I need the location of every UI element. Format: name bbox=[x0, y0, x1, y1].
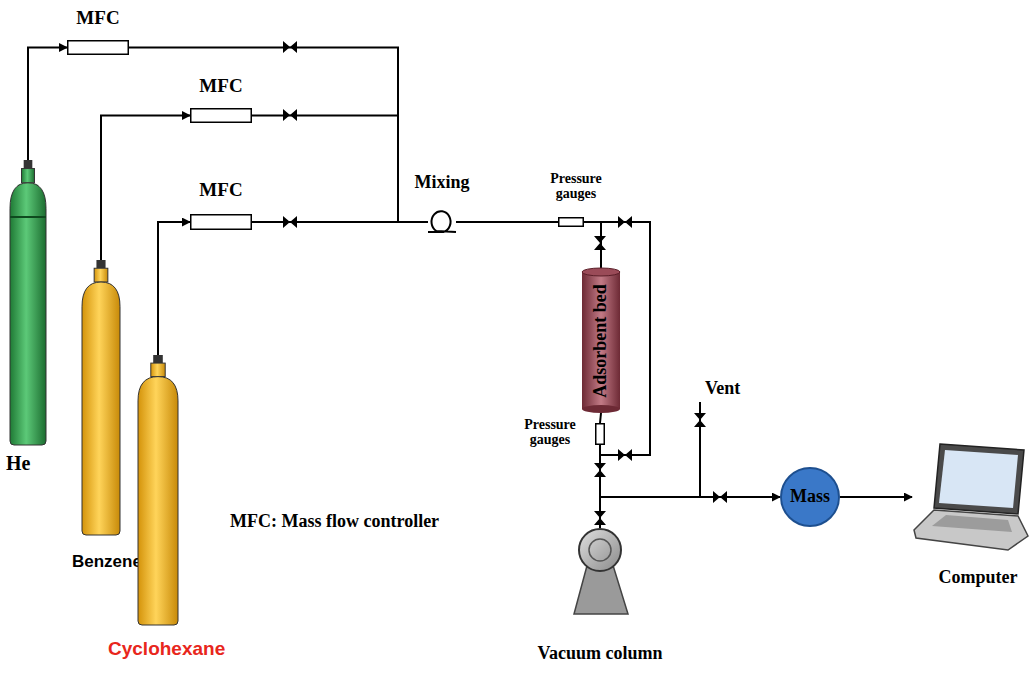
cylinder-neck bbox=[94, 268, 108, 282]
node-label: Pressure gauges bbox=[534, 171, 618, 202]
node-text: Adsorbent bed bbox=[591, 284, 611, 398]
pipe-connector bbox=[840, 496, 912, 498]
cylinder-body bbox=[82, 282, 120, 535]
legend-note: MFC: Mass flow controller bbox=[230, 511, 439, 532]
pipe-connector bbox=[456, 221, 558, 223]
helium-cylinder: He bbox=[10, 160, 46, 445]
cyclohexane-cylinder-shape bbox=[138, 355, 178, 625]
node-label: MFC bbox=[176, 76, 266, 97]
pipe-connector bbox=[158, 222, 190, 355]
node-label: He bbox=[6, 452, 50, 474]
pipe-connector bbox=[28, 48, 67, 161]
vacuum-pump-shape bbox=[578, 528, 622, 572]
mixing-coil-shape bbox=[428, 211, 456, 233]
node-label: Vacuum column bbox=[494, 644, 706, 664]
valve bbox=[594, 236, 606, 250]
mass-spectrometer: Mass bbox=[780, 467, 840, 527]
mass-circle bbox=[781, 468, 839, 526]
pump-rotor bbox=[589, 539, 611, 561]
mass-flow-controller: MFC bbox=[190, 214, 252, 230]
valve bbox=[283, 41, 297, 53]
valve bbox=[618, 216, 632, 228]
pipe-connector bbox=[600, 445, 780, 497]
valve bbox=[594, 511, 606, 525]
node-label: MFC bbox=[53, 8, 143, 29]
box-outline bbox=[596, 424, 605, 445]
bed-top bbox=[582, 268, 620, 276]
mixing-coil: Mixing bbox=[428, 211, 456, 233]
pipe-connector bbox=[252, 221, 428, 223]
benzene-cylinder: Benzene bbox=[82, 260, 120, 535]
cylinder-cap bbox=[24, 160, 33, 169]
computer: Computer bbox=[912, 442, 1030, 554]
laptop-keys bbox=[932, 515, 1012, 532]
node-label: MFC bbox=[176, 180, 266, 201]
mass-flow-controller-shape bbox=[67, 40, 129, 55]
cylinder-cap bbox=[96, 260, 105, 268]
coil-loop bbox=[428, 211, 456, 232]
adsorbent-bed: Adsorbent bed bbox=[582, 268, 620, 413]
bed-body bbox=[582, 272, 620, 409]
valve bbox=[713, 491, 727, 503]
pressure-gauge: Pressure gauges bbox=[595, 423, 605, 445]
box-outline bbox=[68, 41, 129, 55]
mass-flow-controller-shape bbox=[190, 214, 252, 230]
pressure-gauge-shape bbox=[558, 217, 584, 227]
mass-flow-controller: MFC bbox=[190, 108, 252, 123]
cylinder-neck bbox=[151, 363, 165, 377]
cylinder-neck bbox=[22, 169, 35, 183]
bed-bottom bbox=[582, 405, 620, 413]
valve bbox=[618, 449, 632, 461]
computer-shape bbox=[912, 442, 1030, 554]
node-label: Mixing bbox=[397, 173, 487, 193]
valve bbox=[694, 413, 706, 427]
valve bbox=[283, 109, 297, 121]
pipe-connector bbox=[600, 413, 601, 423]
node-label: Pressure gauges bbox=[511, 417, 589, 448]
pipe-connector bbox=[101, 116, 190, 261]
node-text: Mass bbox=[790, 487, 830, 507]
box-outline bbox=[559, 218, 584, 227]
mass-flow-controller-shape bbox=[190, 108, 252, 123]
cylinder-cap bbox=[153, 355, 163, 363]
pipe-connector bbox=[129, 48, 428, 223]
valve bbox=[594, 463, 606, 477]
laptop-base bbox=[914, 510, 1028, 550]
cylinder-body bbox=[10, 183, 46, 445]
helium-cylinder-shape bbox=[10, 160, 46, 445]
pipe-connector bbox=[252, 116, 428, 223]
cylinder-band bbox=[10, 216, 46, 218]
laptop-screen bbox=[934, 444, 1024, 514]
valve-symbols bbox=[283, 41, 727, 525]
benzene-cylinder-shape bbox=[82, 260, 120, 535]
vacuum-pump: Vacuum column bbox=[578, 528, 622, 572]
box-outline bbox=[191, 109, 252, 123]
box-outline bbox=[191, 215, 252, 230]
cylinder-body bbox=[138, 377, 178, 625]
node-label: Computer bbox=[928, 568, 1028, 588]
vent-label: Vent bbox=[705, 378, 740, 399]
valve bbox=[283, 216, 297, 228]
laptop-display bbox=[939, 450, 1018, 508]
cyclohexane-cylinder: Cyclohexane bbox=[138, 355, 178, 625]
pump-body bbox=[579, 529, 621, 571]
pressure-gauge-shape bbox=[595, 423, 605, 445]
node-label: Cyclohexane bbox=[108, 639, 248, 660]
pressure-gauge: Pressure gauges bbox=[558, 217, 584, 227]
mass-flow-controller: MFC bbox=[67, 40, 129, 55]
